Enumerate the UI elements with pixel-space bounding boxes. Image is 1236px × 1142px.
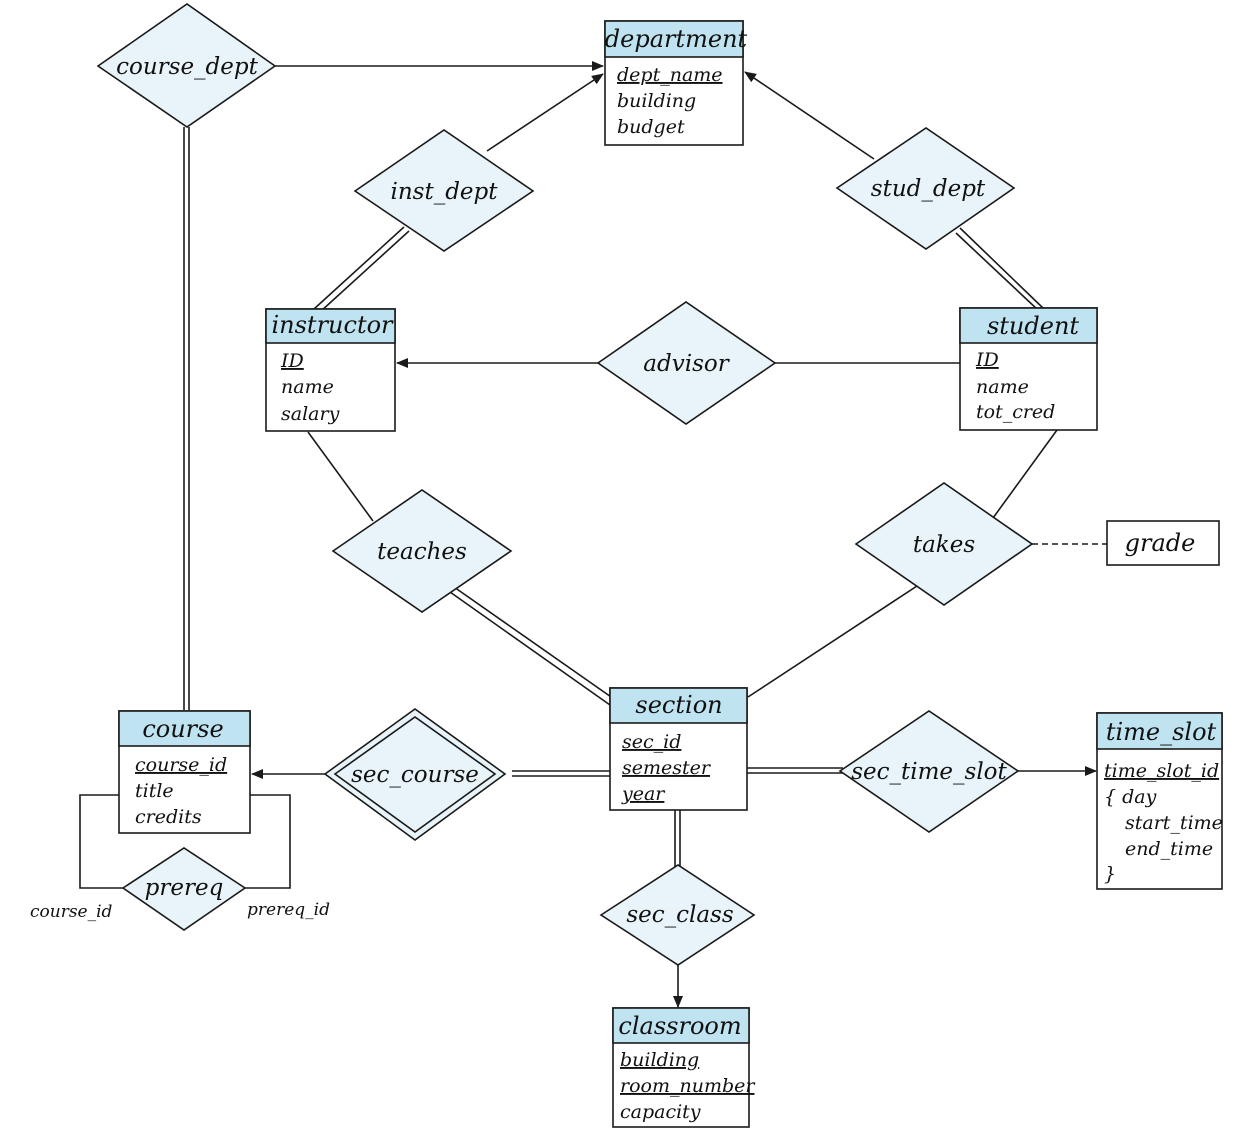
attr-year: year <box>621 783 666 805</box>
attr-course_id: course_id <box>135 754 227 776</box>
entity-classroom-title: classroom <box>618 1012 741 1040</box>
edge-teaches-section-2 <box>453 586 615 700</box>
rel-course_dept: course_dept <box>96 3 277 128</box>
entity-section: section sec_id semester year <box>609 687 748 811</box>
attr-day: { day <box>1104 786 1157 808</box>
rel-stud_dept-label: stud_dept <box>871 176 986 202</box>
attr-start_time: start_time <box>1125 812 1223 834</box>
entity-time_slot-title: time_slot <box>1106 718 1217 746</box>
attr-name: name <box>281 376 334 398</box>
edge-prereq-course-left <box>79 794 125 889</box>
rel-sec_course: sec_course <box>323 708 507 841</box>
edge-inst_dept-department <box>486 73 604 152</box>
edge-stud_dept-student-2 <box>955 232 1039 311</box>
rel-course_dept-label: course_dept <box>116 54 259 80</box>
attr-salary: salary <box>281 403 340 425</box>
entity-student-title: student <box>987 312 1079 340</box>
entity-course-title: course <box>142 715 223 743</box>
edge-inst_dept-instructor <box>313 226 405 310</box>
rel-advisor-label: advisor <box>643 351 730 377</box>
rel-advisor: advisor <box>596 301 777 425</box>
rel-sec_time_slot: sec_time_slot <box>838 710 1020 833</box>
attr-building: building <box>620 1049 699 1071</box>
attr-time_slot_id: time_slot_id <box>1104 760 1219 782</box>
role-prereq_id-label: prereq_id <box>247 900 330 920</box>
entity-time_slot: time_slot time_slot_id { day start_time … <box>1096 712 1223 890</box>
attr-title: title <box>135 780 174 802</box>
attr-ID: ID <box>975 349 999 371</box>
rel-prereq-label: prereq <box>145 875 224 901</box>
attr-brace-close: } <box>1104 863 1116 885</box>
edge-prereq-course-right <box>244 794 291 889</box>
attr-tot_cred: tot_cred <box>976 401 1055 423</box>
rel-sec_class: sec_class <box>599 864 756 966</box>
entity-section-title: section <box>635 691 722 719</box>
rel-sec_time_slot-label: sec_time_slot <box>851 759 1007 785</box>
edge-teaches-section <box>449 591 611 706</box>
attr-sec_id: sec_id <box>622 731 681 753</box>
rel-inst_dept-label: inst_dept <box>390 179 498 205</box>
rel-takes-label: takes <box>913 532 976 558</box>
role-course_id-label: course_id <box>30 902 113 922</box>
entity-department-title: department <box>605 25 748 53</box>
rel-inst_dept: inst_dept <box>353 129 535 252</box>
attr-budget: budget <box>617 116 685 138</box>
attr-ID: ID <box>280 350 304 372</box>
entity-course: course course_id title credits <box>118 710 251 834</box>
attr-credits: credits <box>135 806 202 828</box>
rel-teaches-label: teaches <box>377 539 467 565</box>
entity-instructor-title: instructor <box>271 311 394 339</box>
attr-room_number: room_number <box>620 1075 756 1097</box>
entity-classroom: classroom building room_number capacity <box>612 1007 756 1128</box>
edge-instructor-teaches <box>307 431 374 522</box>
connectors <box>79 61 1107 1008</box>
rel-sec_class-label: sec_class <box>626 902 734 928</box>
edge-stud_dept-student <box>959 227 1044 309</box>
rel-sec_course-label: sec_course <box>351 762 479 788</box>
attribute-grade: grade <box>1106 520 1220 566</box>
entity-instructor: instructor ID name salary <box>265 308 396 432</box>
edge-student-takes <box>992 429 1058 519</box>
attr-end_time: end_time <box>1125 838 1213 860</box>
edge-inst_dept-instructor-2 <box>319 230 410 313</box>
rel-prereq: prereq <box>121 847 247 931</box>
entity-department: department dept_name building budget <box>604 20 748 146</box>
attr-capacity: capacity <box>620 1101 701 1123</box>
attr-building: building <box>617 90 696 112</box>
attr-name: name <box>976 376 1029 398</box>
edge-stud_dept-department <box>744 71 875 160</box>
edge-takes-section <box>747 585 918 698</box>
attr-semester: semester <box>622 757 712 779</box>
entity-student: student ID name tot_cred <box>959 307 1098 431</box>
attr-dept_name: dept_name <box>617 64 723 86</box>
rel-stud_dept: stud_dept <box>835 127 1016 250</box>
rel-takes: takes <box>854 482 1034 606</box>
rel-teaches: teaches <box>331 489 513 613</box>
attribute-grade-label: grade <box>1125 529 1196 557</box>
